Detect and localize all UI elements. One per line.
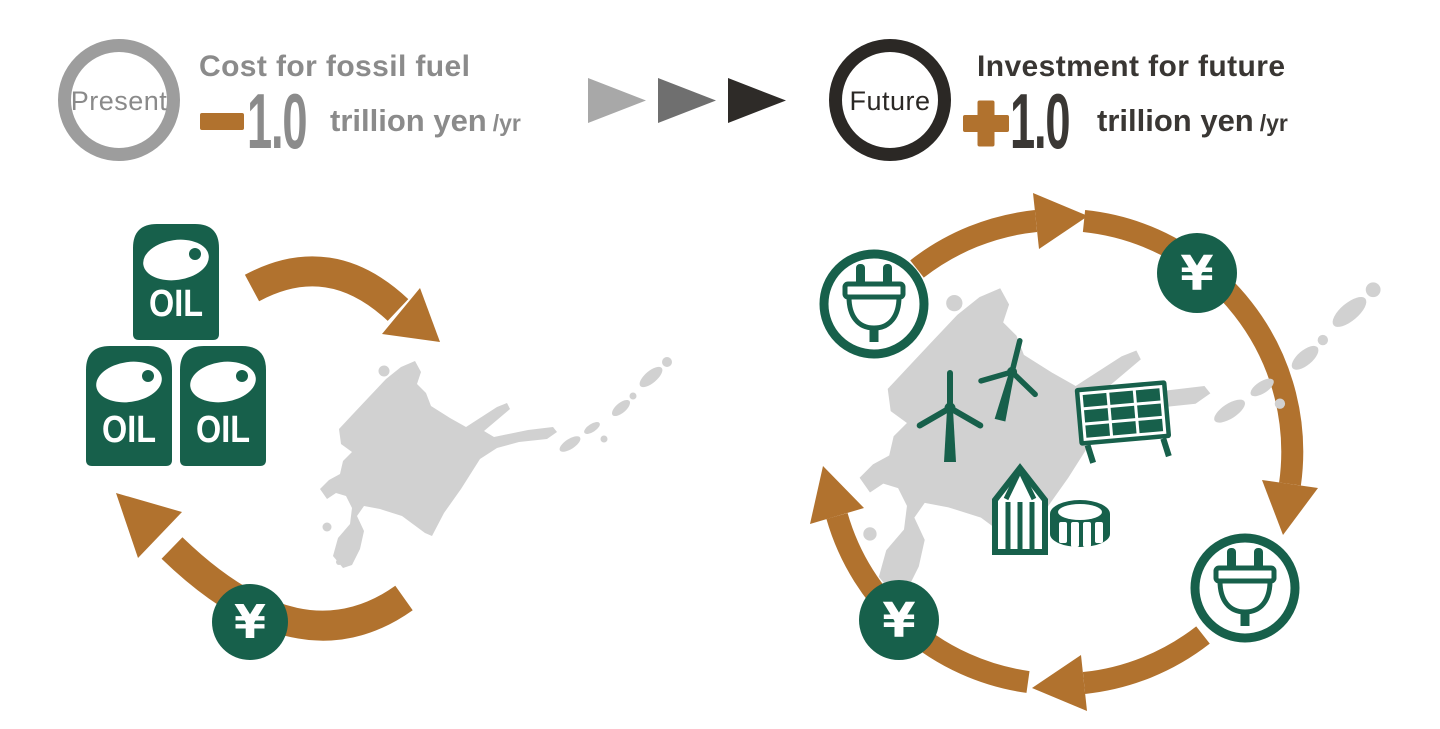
oil-inflow-arrowhead <box>382 288 440 342</box>
cost-unit-label: trillion yen <box>330 103 487 138</box>
progress-arrow-2 <box>658 78 716 123</box>
oil-label: OIL <box>196 409 250 451</box>
present-badge-label: Present <box>70 86 168 116</box>
oil-barrel-icon: OIL <box>133 224 219 340</box>
solar-panel-icon <box>1074 380 1172 464</box>
investment-title: Investment for future <box>977 50 1286 83</box>
plus-sign <box>963 100 1009 147</box>
left-cycle-fossil-fuel: OIL OIL OIL ¥ <box>86 224 672 660</box>
investment-cycle-arrowheads <box>810 193 1318 711</box>
yen-symbol: ¥ <box>1180 246 1213 302</box>
silo-icon <box>992 463 1048 555</box>
yen-coin-icon: ¥ <box>212 584 288 660</box>
cost-amount: 1.0 <box>247 77 308 165</box>
oil-label: OIL <box>102 409 156 451</box>
plug-icon <box>824 254 924 354</box>
oil-barrel-icon: OIL <box>180 346 266 466</box>
storage-tank-icon <box>1050 500 1110 547</box>
cost-title: Cost for fossil fuel <box>199 50 471 83</box>
money-outflow-arrow <box>161 537 413 641</box>
progress-arrow-1 <box>588 78 646 123</box>
yen-symbol: ¥ <box>234 595 266 649</box>
plug-icon <box>1195 538 1295 638</box>
yen-coin-icon: ¥ <box>1157 233 1237 313</box>
yen-symbol: ¥ <box>882 593 915 649</box>
right-cycle-renewable-investment: ¥ ¥ <box>810 193 1381 711</box>
yen-coin-icon: ¥ <box>859 580 939 660</box>
investment-unit: trillion yen /yr <box>1097 103 1288 139</box>
future-badge-label: Future <box>849 86 931 116</box>
oil-barrel-icon: OIL <box>86 346 172 466</box>
money-outflow-arrowhead <box>116 493 182 558</box>
oil-label: OIL <box>149 283 203 325</box>
minus-sign <box>200 113 244 130</box>
investment-amount: 1.0 <box>1010 77 1071 165</box>
progress-arrow-3 <box>728 78 786 123</box>
investment-unit-label: trillion yen <box>1097 103 1254 138</box>
future-badge-ring <box>829 39 951 161</box>
oil-inflow-arrow <box>244 256 409 322</box>
cost-unit: trillion yen /yr <box>330 103 521 139</box>
hokkaido-map <box>320 357 672 568</box>
present-badge-ring <box>58 39 180 161</box>
investment-per-label: /yr <box>1259 110 1288 136</box>
cost-per-label: /yr <box>492 110 521 136</box>
